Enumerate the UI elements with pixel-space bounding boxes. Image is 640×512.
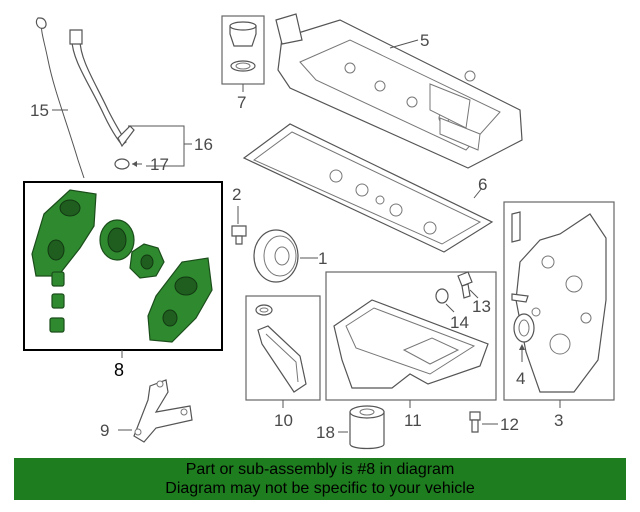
drain-plug-13[interactable]	[457, 271, 473, 299]
filler-cap-7[interactable]	[229, 21, 257, 72]
info-banner: Part or sub-assembly is #8 in diagram Di…	[14, 458, 626, 500]
callout-11[interactable]: 11	[404, 411, 422, 430]
arrow-17	[132, 161, 137, 167]
banner-line-2: Diagram may not be specific to your vehi…	[165, 480, 475, 497]
callout-8[interactable]: 8	[114, 360, 124, 380]
bracket-9[interactable]	[133, 379, 193, 443]
timing-cover-3[interactable]	[511, 211, 607, 393]
callout-4[interactable]: 4	[516, 369, 525, 388]
callout-15[interactable]: 15	[30, 101, 49, 120]
valve-cover-gasket-6[interactable]	[242, 123, 494, 253]
callout-14[interactable]: 14	[450, 313, 469, 332]
oil-filter-18[interactable]	[349, 405, 385, 450]
box-11	[325, 271, 497, 401]
callout-3[interactable]: 3	[554, 411, 563, 430]
timing-cover-assembly-8[interactable]	[31, 189, 213, 343]
valve-cover-5[interactable]	[275, 13, 523, 169]
callout-9[interactable]: 9	[100, 421, 109, 440]
callout-2[interactable]: 2	[232, 185, 241, 204]
o-ring-17[interactable]	[114, 158, 130, 170]
callout-18[interactable]: 18	[316, 423, 335, 442]
leader-16	[128, 125, 185, 167]
leader-6	[473, 187, 483, 199]
bolt-2[interactable]	[231, 225, 247, 245]
oil-pan-11[interactable]	[333, 299, 489, 389]
callout-16[interactable]: 16	[194, 135, 213, 154]
bolt-12[interactable]	[469, 411, 481, 433]
box-3	[503, 201, 615, 401]
box-8[interactable]	[23, 181, 223, 351]
callout-1[interactable]: 1	[318, 249, 327, 268]
callout-6[interactable]: 6	[478, 175, 487, 194]
callout-7[interactable]: 7	[237, 93, 246, 112]
dipstick-tube-16[interactable]	[69, 29, 135, 148]
leader-5	[389, 39, 419, 49]
callout-10[interactable]: 10	[274, 411, 293, 430]
callout-12[interactable]: 12	[500, 415, 519, 434]
crank-pulley-1[interactable]	[253, 229, 299, 283]
leader-14	[445, 303, 455, 313]
front-seal-4[interactable]	[513, 313, 535, 343]
dipstick-15[interactable]	[35, 17, 85, 179]
callout-5[interactable]: 5	[420, 31, 429, 50]
banner-line-1: Part or sub-assembly is #8 in diagram	[185, 461, 455, 478]
arrow-4	[519, 344, 525, 350]
oil-strainer-10[interactable]	[255, 304, 307, 393]
washer-14[interactable]	[435, 288, 449, 304]
leader-13	[469, 289, 479, 299]
callout-17[interactable]: 17	[150, 155, 169, 174]
callout-13[interactable]: 13	[472, 297, 491, 316]
